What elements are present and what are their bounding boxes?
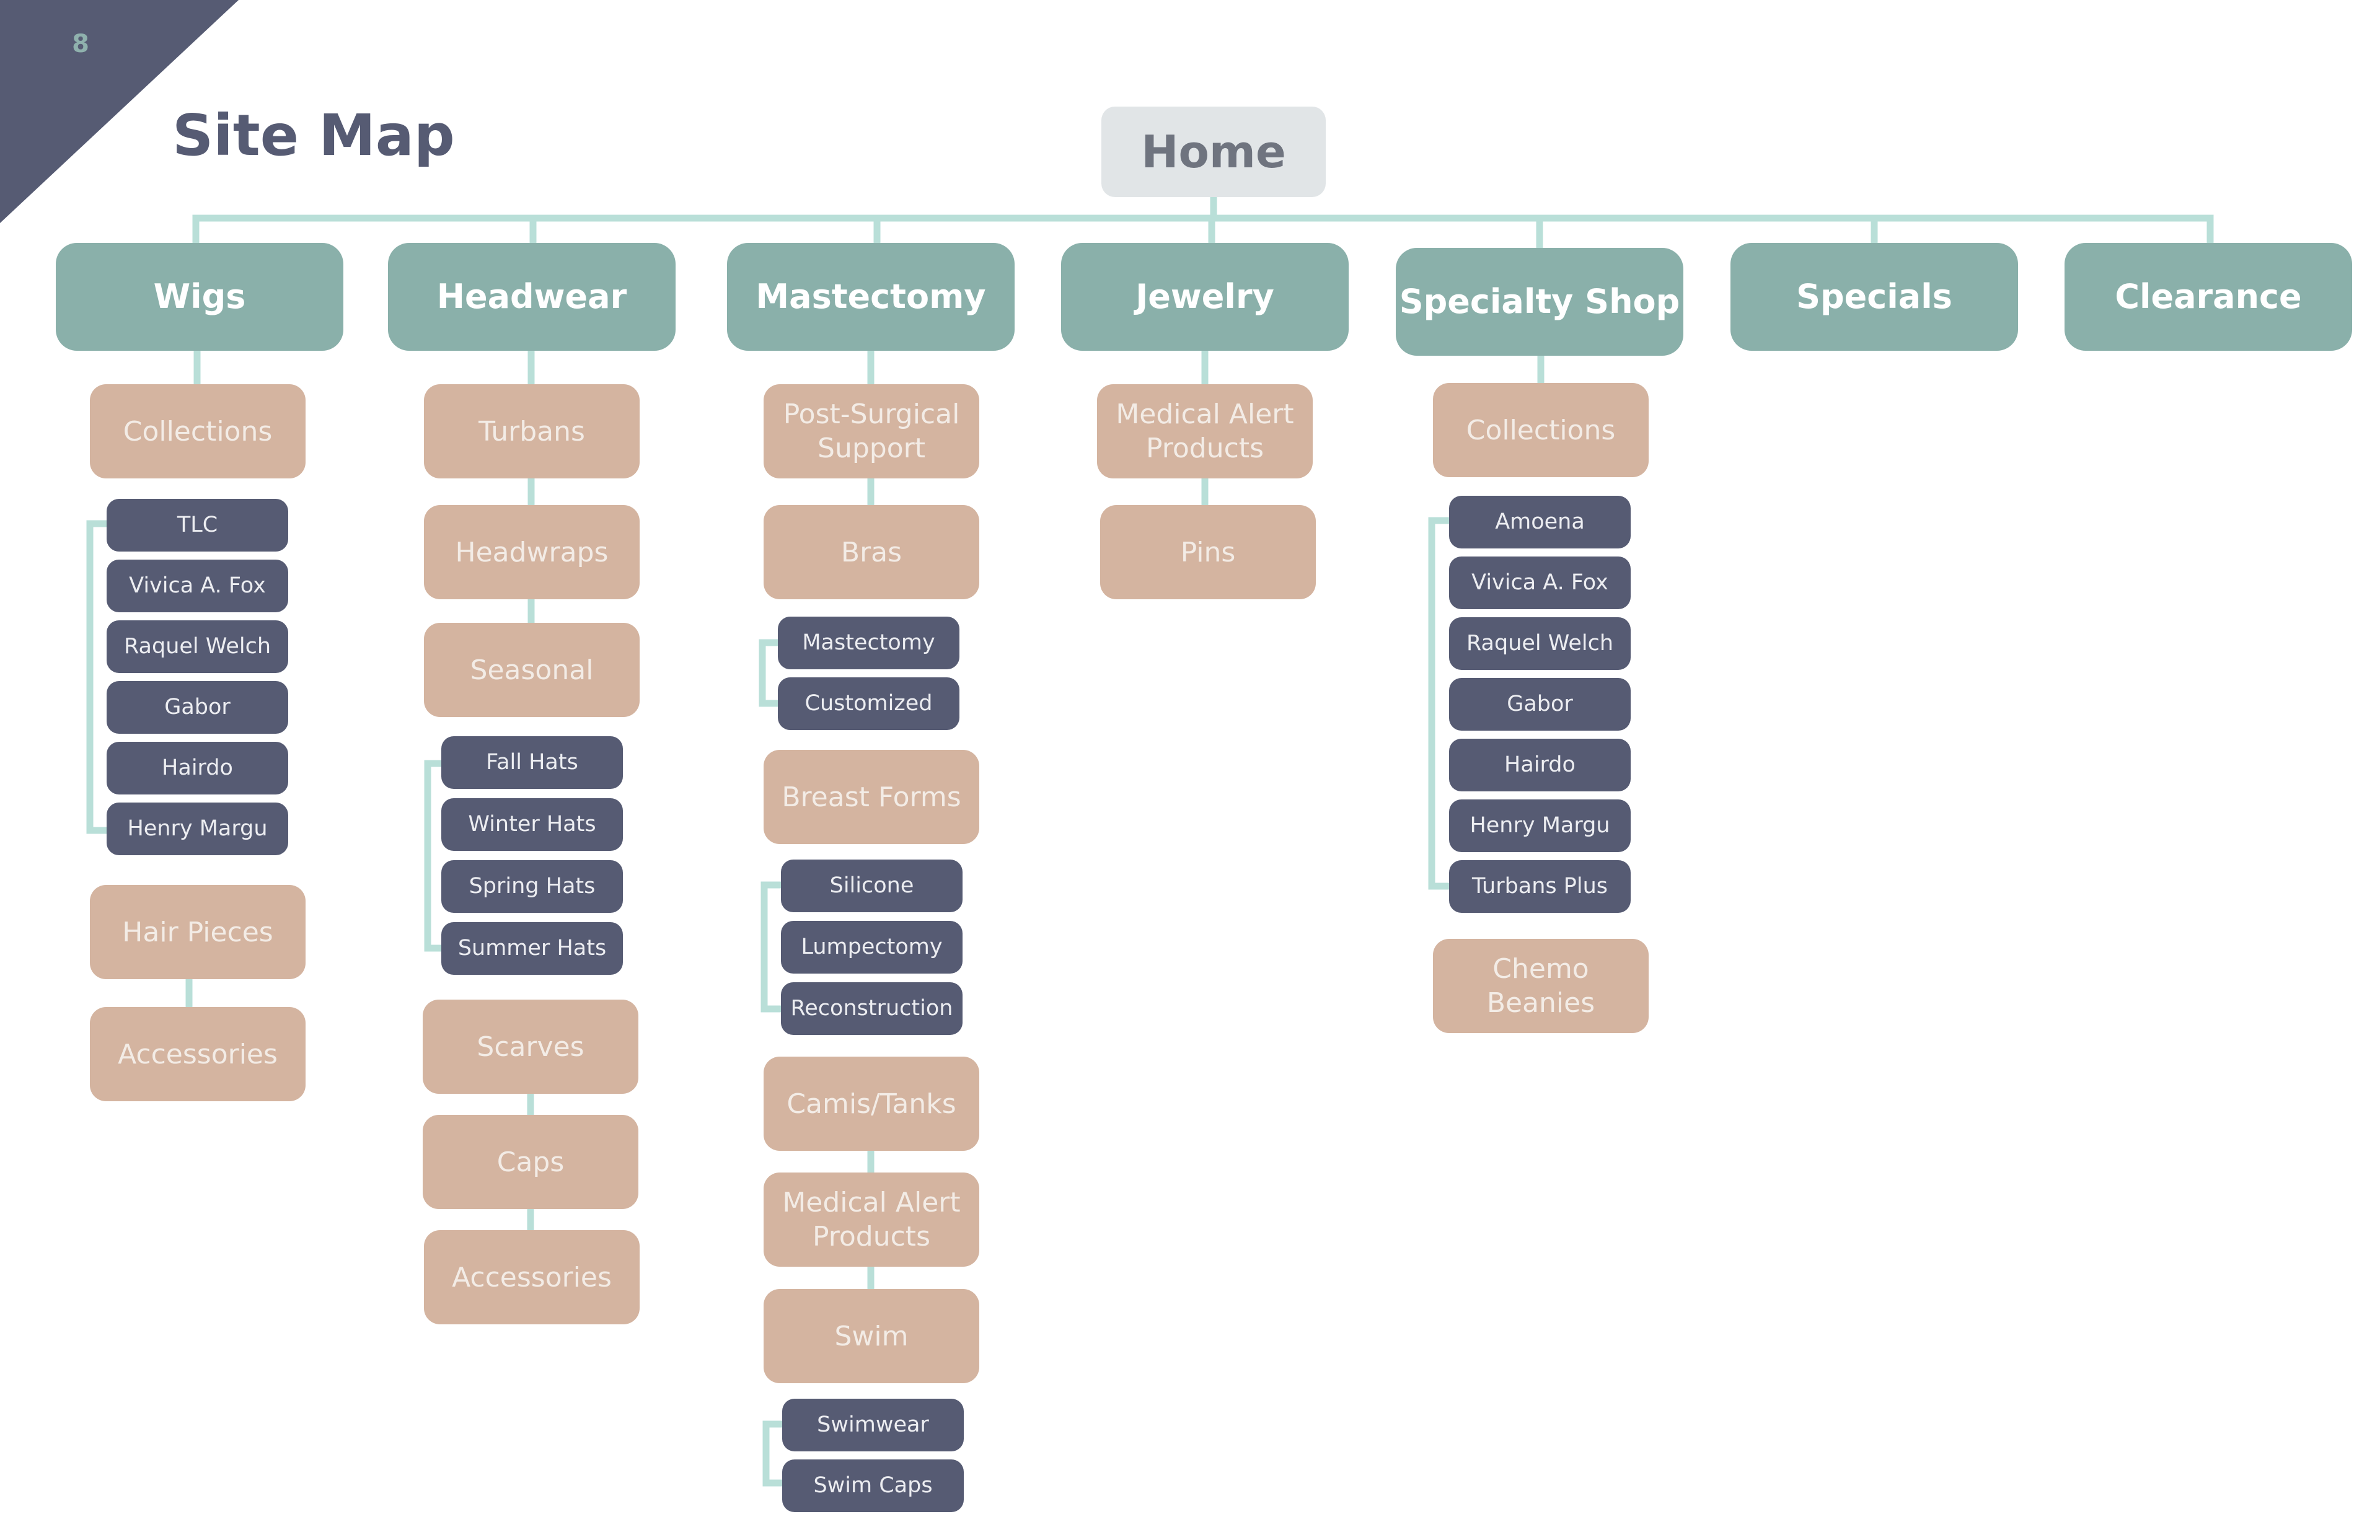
mastectomy-camis-tanks[interactable]: Camis/Tanks bbox=[764, 1057, 979, 1151]
wigs-brand-item[interactable]: Hairdo bbox=[107, 742, 288, 794]
wigs-brand-item[interactable]: Henry Margu bbox=[107, 803, 288, 855]
headwear-turbans[interactable]: Turbans bbox=[424, 384, 640, 478]
category-specials[interactable]: Specials bbox=[1730, 243, 2018, 351]
specialty-shop-collections[interactable]: Collections bbox=[1433, 383, 1649, 477]
wigs-brand-item[interactable]: TLC bbox=[107, 499, 288, 552]
node-home[interactable]: Home bbox=[1101, 107, 1326, 197]
specialty-brand-item[interactable]: Gabor bbox=[1449, 678, 1631, 731]
specialty-shop-chemo-beanies[interactable]: Chemo Beanies bbox=[1433, 939, 1649, 1033]
breast-forms-item[interactable]: Silicone bbox=[781, 860, 963, 912]
mastectomy-bras[interactable]: Bras bbox=[764, 505, 979, 599]
category-headwear[interactable]: Headwear bbox=[388, 243, 676, 351]
category-wigs[interactable]: Wigs bbox=[56, 243, 343, 351]
headwear-seasonal[interactable]: Seasonal bbox=[424, 623, 640, 717]
page-title: Site Map bbox=[172, 102, 455, 169]
category-specialty-shop[interactable]: Specialty Shop bbox=[1396, 248, 1683, 356]
headwear-accessories[interactable]: Accessories bbox=[424, 1230, 640, 1324]
specialty-brand-item[interactable]: Hairdo bbox=[1449, 739, 1631, 791]
mastectomy-swim[interactable]: Swim bbox=[764, 1289, 979, 1383]
swim-item[interactable]: Swim Caps bbox=[782, 1459, 964, 1512]
wigs-brand-item[interactable]: Vivica A. Fox bbox=[107, 560, 288, 612]
seasonal-item[interactable]: Fall Hats bbox=[441, 736, 623, 789]
mastectomy-medical-alert-products[interactable]: Medical Alert Products bbox=[764, 1173, 979, 1267]
mastectomy-post-surgical-support[interactable]: Post-Surgical Support bbox=[764, 384, 979, 478]
headwear-headwraps[interactable]: Headwraps bbox=[424, 505, 640, 599]
seasonal-item[interactable]: Spring Hats bbox=[441, 860, 623, 913]
headwear-caps[interactable]: Caps bbox=[423, 1115, 638, 1209]
seasonal-item[interactable]: Summer Hats bbox=[441, 922, 623, 975]
specialty-brand-item[interactable]: Amoena bbox=[1449, 496, 1631, 548]
seasonal-item[interactable]: Winter Hats bbox=[441, 798, 623, 851]
swim-item[interactable]: Swimwear bbox=[782, 1399, 964, 1451]
jewelry-medical-alert-products[interactable]: Medical Alert Products bbox=[1097, 384, 1313, 478]
category-mastectomy[interactable]: Mastectomy bbox=[727, 243, 1015, 351]
bras-item[interactable]: Customized bbox=[778, 677, 959, 730]
breast-forms-item[interactable]: Reconstruction bbox=[781, 982, 963, 1035]
category-clearance[interactable]: Clearance bbox=[2065, 243, 2352, 351]
breast-forms-item[interactable]: Lumpectomy bbox=[781, 921, 963, 974]
specialty-brand-item[interactable]: Turbans Plus bbox=[1449, 860, 1631, 913]
wigs-collections[interactable]: Collections bbox=[90, 384, 306, 478]
headwear-scarves[interactable]: Scarves bbox=[423, 1000, 638, 1094]
wigs-brand-item[interactable]: Raquel Welch bbox=[107, 620, 288, 673]
wigs-brand-item[interactable]: Gabor bbox=[107, 681, 288, 734]
specialty-brand-item[interactable]: Henry Margu bbox=[1449, 799, 1631, 852]
bras-item[interactable]: Mastectomy bbox=[778, 617, 959, 669]
category-jewelry[interactable]: Jewelry bbox=[1061, 243, 1349, 351]
specialty-brand-item[interactable]: Raquel Welch bbox=[1449, 617, 1631, 670]
specialty-brand-item[interactable]: Vivica A. Fox bbox=[1449, 557, 1631, 609]
jewelry-pins[interactable]: Pins bbox=[1100, 505, 1316, 599]
mastectomy-breast-forms[interactable]: Breast Forms bbox=[764, 750, 979, 844]
page-number: 8 bbox=[72, 30, 89, 58]
wigs-accessories[interactable]: Accessories bbox=[90, 1007, 306, 1101]
wigs-hair-pieces[interactable]: Hair Pieces bbox=[90, 885, 306, 979]
